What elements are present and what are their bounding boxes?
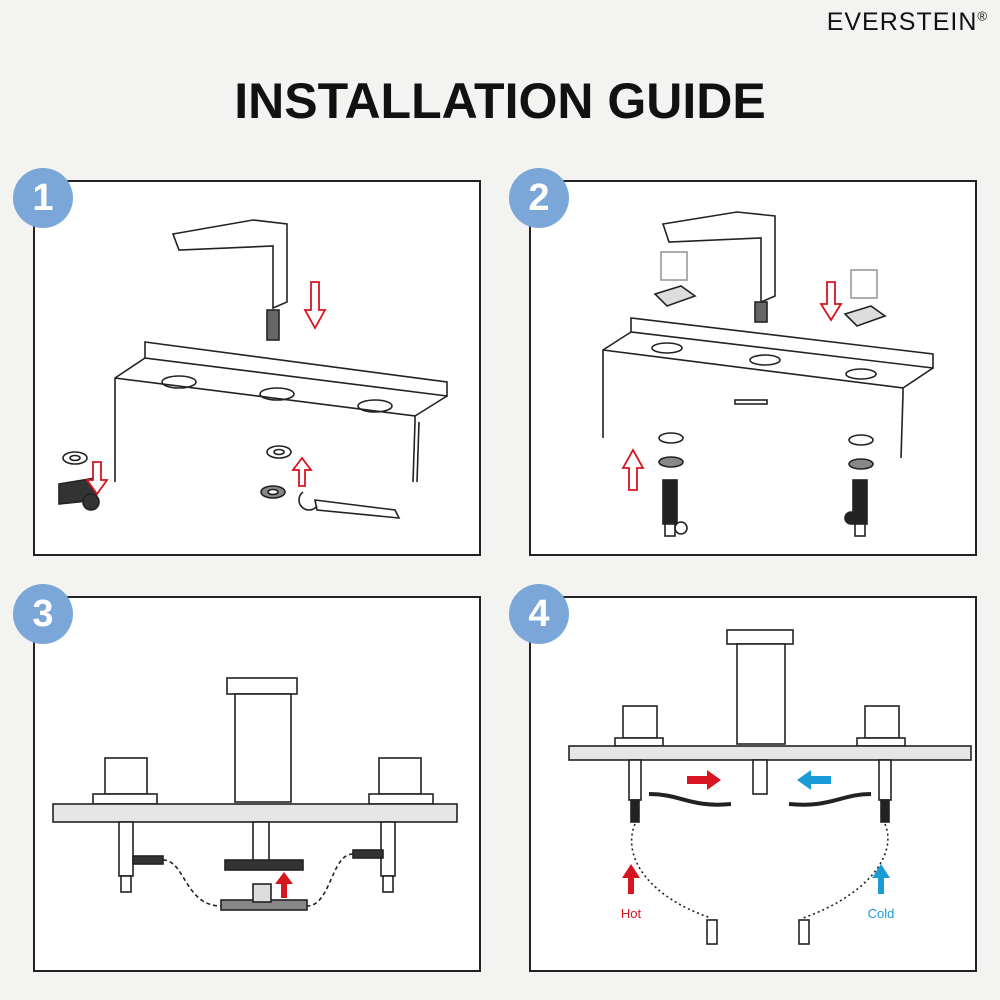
step-4-badge: 4 — [509, 584, 569, 644]
step-4-panel: Hot Cold 4 — [509, 584, 977, 972]
step-2-illustration — [602, 211, 934, 537]
brand-name: EVERSTEIN — [826, 8, 978, 36]
registered-mark: ® — [977, 8, 988, 24]
step-4-illustration: Hot Cold — [568, 629, 972, 945]
step-2-badge: 2 — [509, 168, 569, 228]
step-3-badge: 3 — [13, 584, 73, 644]
step-1-badge: 1 — [13, 168, 73, 228]
page-title: INSTALLATION GUIDE — [234, 73, 766, 129]
step-3-panel: 3 — [13, 584, 481, 972]
brand-logo: EVERSTEIN® — [827, 8, 988, 37]
hot-label: Hot — [621, 906, 642, 921]
step-3-illustration — [52, 677, 458, 911]
step-1-illustration — [58, 219, 448, 519]
step-1-panel: 1 — [13, 168, 481, 556]
cold-label: Cold — [868, 906, 895, 921]
step-2-panel: 2 — [509, 168, 977, 556]
